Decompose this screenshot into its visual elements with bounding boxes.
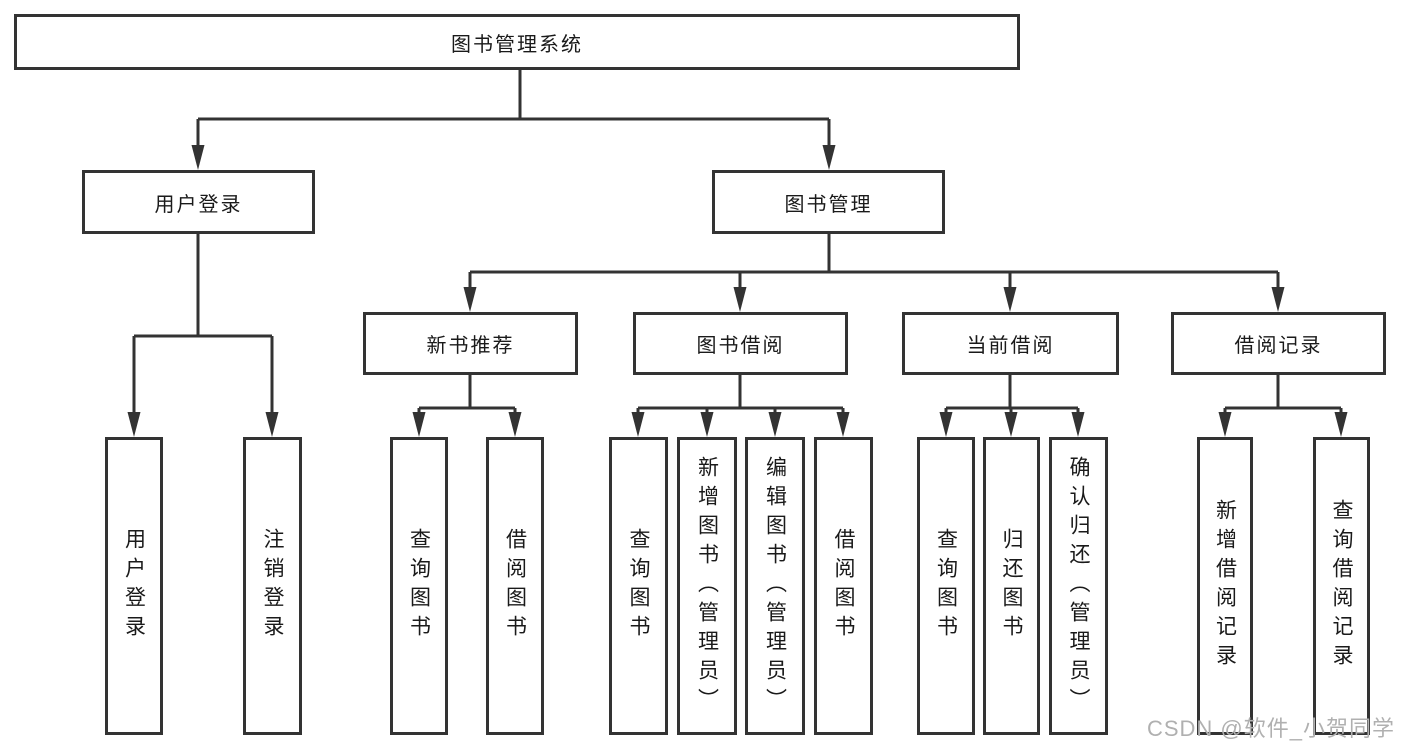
arrowhead-icon <box>1271 287 1285 312</box>
node-new-book-recommend: 新书推荐 <box>363 312 578 375</box>
arrowhead-icon <box>412 412 426 437</box>
leaf-borrow-books: 借阅图书 <box>814 437 873 735</box>
arrowhead-icon <box>768 412 782 437</box>
connector-borrow-records <box>1223 375 1343 416</box>
leaf-return-books: 归还图书 <box>983 437 1040 735</box>
arrowhead-icon <box>1004 412 1018 437</box>
leaf-borrow-books-recommend: 借阅图书 <box>486 437 544 735</box>
arrowhead-icon <box>836 412 850 437</box>
leaf-logout: 注销登录 <box>243 437 302 735</box>
arrowhead-icon <box>265 412 279 437</box>
arrowhead-icon <box>700 412 714 437</box>
leaf-edit-books-admin: 编辑图书（管理员） <box>745 437 805 735</box>
node-book-borrow: 图书借阅 <box>633 312 848 375</box>
connector-paths <box>132 70 1343 416</box>
connector-current-borrow <box>944 375 1080 416</box>
arrowhead-icon <box>1071 412 1085 437</box>
node-current-borrow: 当前借阅 <box>902 312 1119 375</box>
node-user-login: 用户登录 <box>82 170 315 234</box>
leaf-confirm-return-admin: 确认归还（管理员） <box>1049 437 1108 735</box>
connector-book-borrow <box>636 375 845 416</box>
leaf-query-books-borrow: 查询图书 <box>609 437 668 735</box>
arrowhead-icon <box>1334 412 1348 437</box>
arrowhead-icon <box>939 412 953 437</box>
arrowhead-icon <box>463 287 477 312</box>
node-root: 图书管理系统 <box>14 14 1020 70</box>
leaf-add-borrow-record: 新增借阅记录 <box>1197 437 1253 735</box>
leaf-query-books-current: 查询图书 <box>917 437 975 735</box>
arrowhead-icon <box>1003 287 1017 312</box>
node-borrow-records: 借阅记录 <box>1171 312 1386 375</box>
connector-book-management <box>468 234 1280 291</box>
arrowhead-icon <box>1218 412 1232 437</box>
node-book-management: 图书管理 <box>712 170 945 234</box>
connector-root <box>196 70 831 150</box>
leaf-query-books-recommend: 查询图书 <box>390 437 448 735</box>
leaf-add-books-admin: 新增图书（管理员） <box>677 437 737 735</box>
connector-user-login <box>132 234 274 416</box>
arrowhead-icon <box>733 287 747 312</box>
arrowhead-icon <box>127 412 141 437</box>
arrowhead-icon <box>631 412 645 437</box>
connector-new-book-recommend <box>417 375 517 416</box>
leaf-user-login: 用户登录 <box>105 437 163 735</box>
leaf-query-borrow-record: 查询借阅记录 <box>1313 437 1370 735</box>
arrow-heads <box>127 145 1348 437</box>
arrowhead-icon <box>191 145 205 170</box>
arrowhead-icon <box>822 145 836 170</box>
csdn-watermark: CSDN @软件_小贺同学 <box>1146 716 1395 741</box>
arrowhead-icon <box>508 412 522 437</box>
